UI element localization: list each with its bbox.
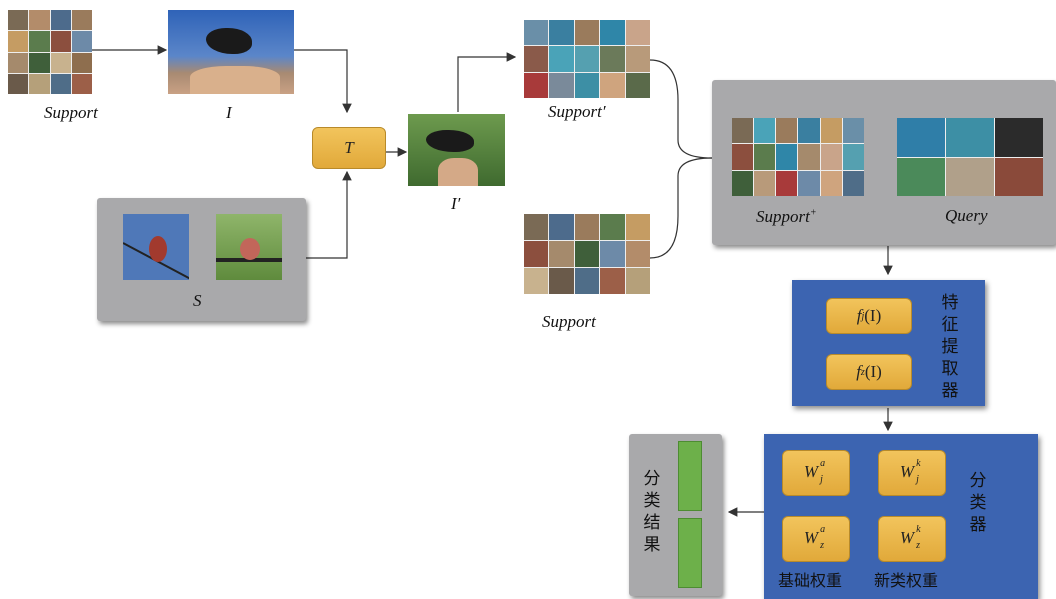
image-I-label: I [226,103,232,122]
cls-char-2: 类 [969,493,987,513]
support-plus-mosaic [732,118,864,196]
wza-sub: z [820,539,824,551]
wza-sup: a [820,523,826,535]
image-I-prime-label: I′ [451,194,461,213]
support-label-bottom: Support [542,312,596,331]
wzk-sup: k [916,523,921,535]
fe-char-4: 取 [941,359,959,379]
bird-image-right [216,214,282,280]
result-bar-top [678,441,702,511]
support-plus-text: Support [756,207,810,226]
wja-sup: a [820,457,826,469]
S-label: S [193,291,202,310]
support-label-top: Support [44,103,98,122]
query-mosaic [897,118,1043,196]
result-bar-bottom [678,518,702,588]
transformed-beetle-image [408,114,505,186]
support-mosaic-top [8,10,92,94]
wza-base: W [803,528,819,548]
transform-T-box: T [312,127,386,169]
fe-char-5: 器 [941,381,959,401]
res-char-4: 果 [643,535,661,555]
wja-base: W [803,462,819,482]
result-panel [629,434,722,596]
res-char-2: 类 [643,491,661,511]
support-prime-mosaic [524,20,650,98]
res-char-3: 结 [643,513,661,533]
cls-char-1: 分 [969,471,987,491]
feature-extractor-title: 特 征 提 取 器 [940,292,960,402]
support-mosaic-bottom [524,214,650,294]
support-plus-sup: + [809,207,817,219]
support-plus-label: Support+ [756,207,817,227]
fe-char-3: 提 [941,337,959,357]
base-weights-label: 基础权重 [778,571,843,590]
wjk-sup: k [916,457,921,469]
fj-sub: j [861,310,865,322]
query-label: Query [945,206,988,225]
result-title: 分 类 结 果 [642,468,662,556]
wja-sub: j [820,473,823,485]
cls-char-3: 器 [969,515,987,535]
wzk-base: W [899,528,915,548]
fz-arg: (I) [864,362,882,381]
support-prime-label: Support′ [548,102,606,121]
fj-arg: (I) [864,306,882,325]
fz-f: f [856,362,861,381]
classifier-title: 分 类 器 [968,470,988,536]
res-char-1: 分 [643,469,661,489]
wjk-base: W [899,462,915,482]
fe-char-2: 征 [941,315,959,335]
fj-f: f [856,306,862,325]
bird-image-left [123,214,189,280]
fz-sub: z [860,366,865,378]
beetle-image [168,10,294,94]
wzk-sub: z [916,539,920,551]
wjk-sub: j [916,473,919,485]
novel-weights-label: 新类权重 [874,571,939,590]
fe-char-1: 特 [941,293,959,313]
